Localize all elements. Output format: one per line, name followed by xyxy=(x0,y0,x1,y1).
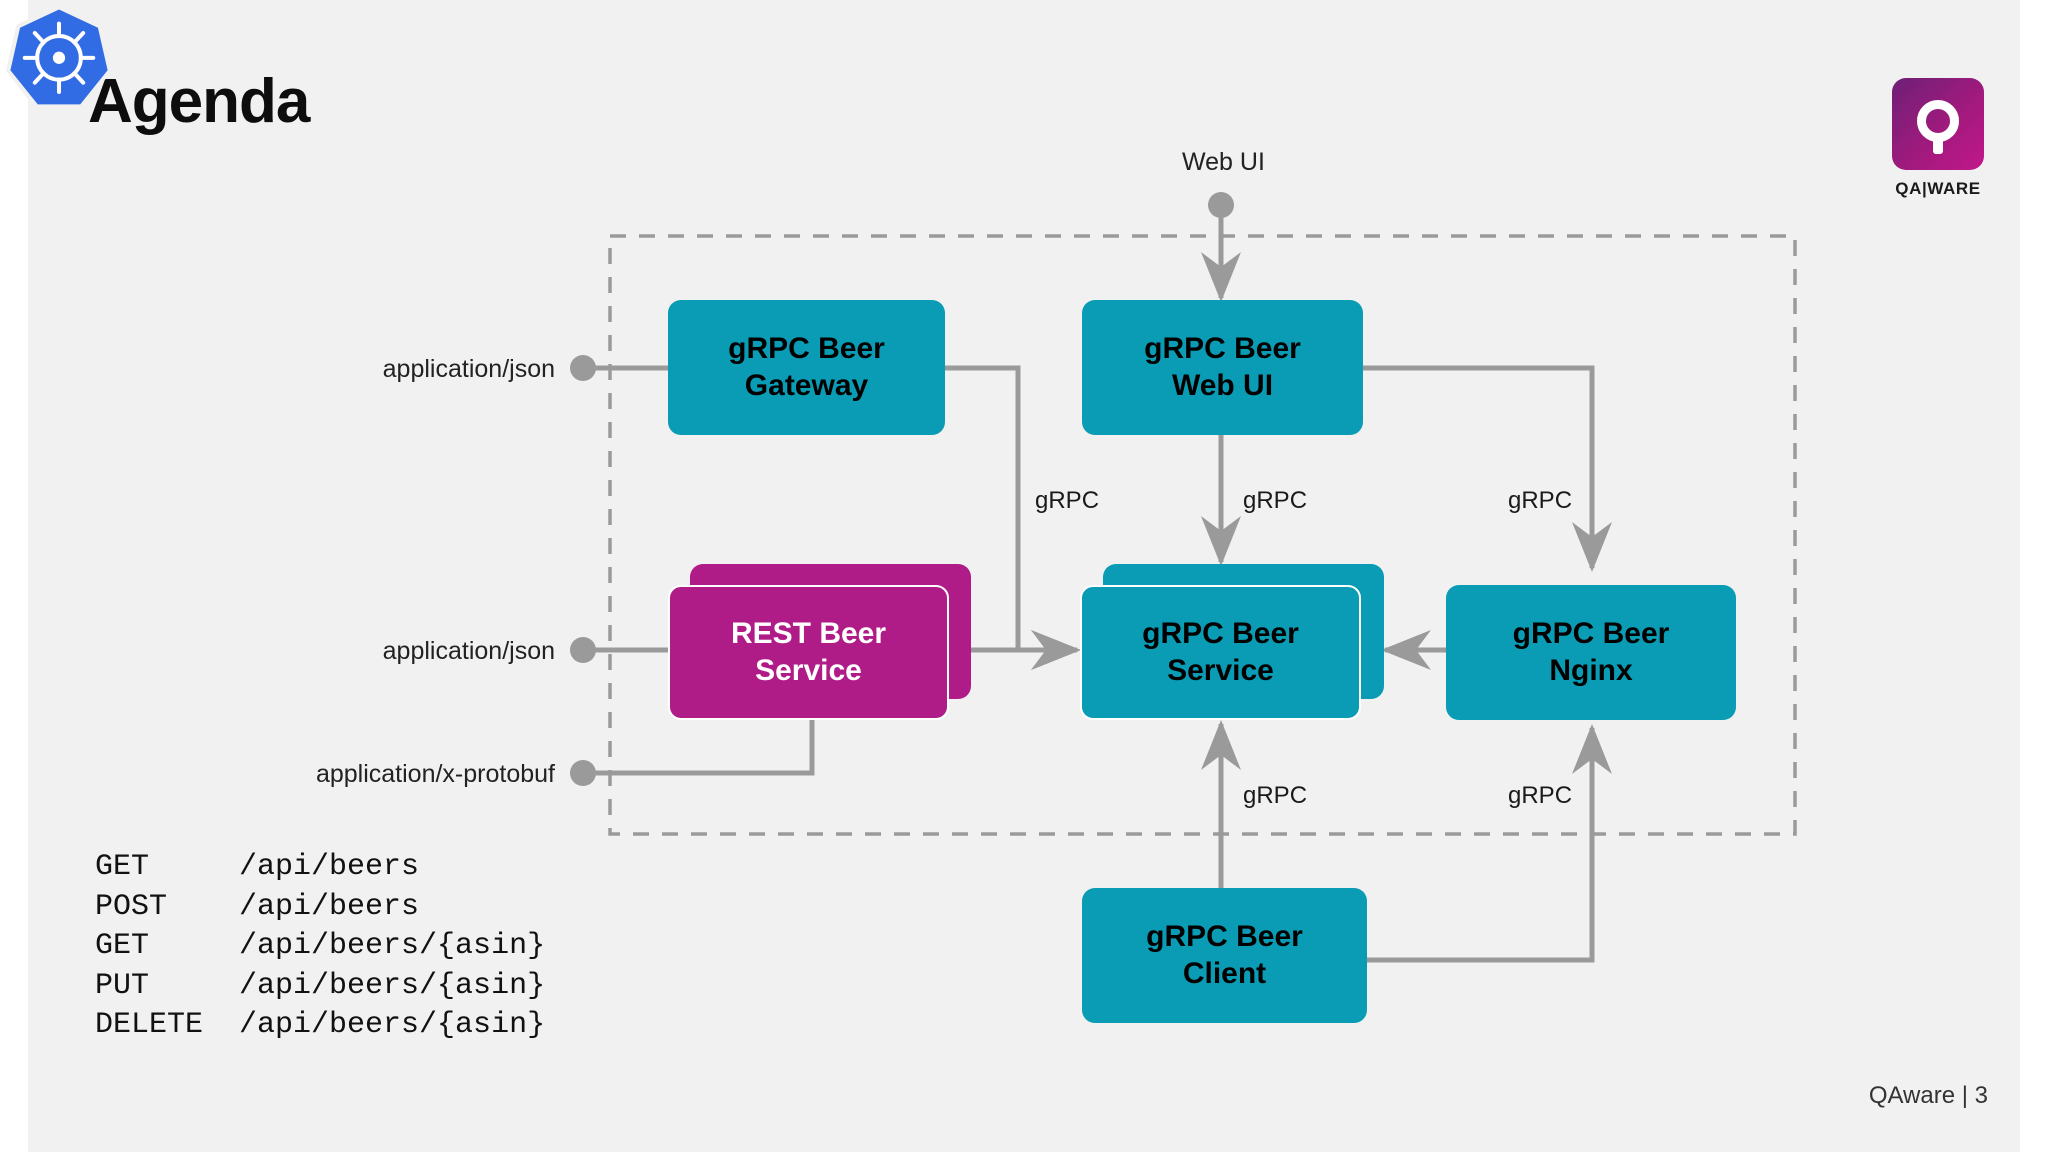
edge-label-gateway-to-service: gRPC xyxy=(1035,487,1100,514)
edge-label-webui-to-nginx: gRPC xyxy=(1508,487,1573,514)
node-grpc-beer-web-ui[interactable]: gRPC Beer Web UI xyxy=(1082,300,1363,435)
edge-label-client-to-nginx: gRPC xyxy=(1508,782,1573,809)
qaware-logo: QA|WARE xyxy=(1880,78,1996,199)
port-dot-webui xyxy=(1208,192,1234,218)
rest-endpoint-list: GET /api/beers POST /api/beers GET /api/… xyxy=(95,850,546,1043)
node-rest-beer-service[interactable]: REST Beer Service xyxy=(668,585,949,720)
port-label-web-ui: Web UI xyxy=(1182,148,1265,176)
cluster-boundary-rect xyxy=(608,234,1797,836)
edge-label-webui-to-service: gRPC xyxy=(1243,487,1308,514)
qaware-q-icon xyxy=(1892,78,1984,170)
node-grpc-beer-gateway[interactable]: gRPC Beer Gateway xyxy=(668,300,945,435)
port-dot-json-gw xyxy=(570,355,596,381)
port-dot-protobuf xyxy=(570,760,596,786)
port-dot-json-rest xyxy=(570,637,596,663)
edge-client-nginx xyxy=(1367,723,1612,963)
qaware-wordmark: QA|WARE xyxy=(1895,179,1981,198)
port-label-json-rest: application/json xyxy=(382,637,555,665)
node-grpc-beer-nginx[interactable]: gRPC Beer Nginx xyxy=(1446,585,1736,720)
right-margin-strip xyxy=(2020,0,2048,1152)
node-grpc-beer-service[interactable]: gRPC Beer Service xyxy=(1080,585,1361,720)
kubernetes-icon xyxy=(5,4,113,109)
slide-footer: QAware | 3 xyxy=(1868,1082,1988,1109)
edge-label-client-to-service: gRPC xyxy=(1243,782,1308,809)
q-stem-shape xyxy=(1933,138,1943,154)
port-label-protobuf-rest: application/x-protobuf xyxy=(315,760,555,788)
edge-webui-nginx xyxy=(1363,365,1612,573)
left-margin-strip xyxy=(0,0,28,1152)
page-title: Agenda xyxy=(88,67,310,136)
node-grpc-beer-client[interactable]: gRPC Beer Client xyxy=(1082,888,1367,1023)
q-ring-shape xyxy=(1917,100,1959,142)
port-label-json-gateway: application/json xyxy=(382,355,555,383)
edge-protobuf-rest xyxy=(583,718,815,776)
